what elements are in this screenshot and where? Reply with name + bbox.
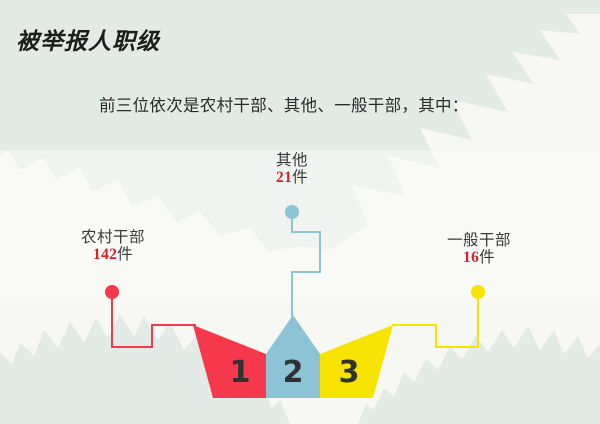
podium-rank-label-2: 2 [282, 355, 304, 390]
callout-rank-2: 其他 21件 [237, 152, 347, 187]
callout-rank-1-value: 142 [93, 246, 118, 264]
podium-rank-label-1: 1 [229, 355, 251, 390]
connector-rank-2 [285, 205, 321, 318]
podium-segment-rank-1 [193, 325, 266, 398]
callout-rank-3-unit: 件 [479, 249, 495, 267]
tree-silhouette-bottom-right [358, 326, 600, 424]
marker-dot-rank-2 [285, 205, 299, 219]
callout-rank-3-value: 16 [463, 249, 480, 267]
callout-rank-1-unit: 件 [117, 246, 133, 264]
podium-rank-label-3: 3 [338, 355, 360, 390]
connector-rank-1 [105, 285, 196, 348]
callout-rank-3-value-row: 16件 [418, 249, 540, 266]
callout-rank-2-value-row: 21件 [237, 169, 347, 186]
subtitle-text: 前三位依次是农村干部、其他、一般干部，其中： [99, 96, 469, 115]
connector-rank-3 [392, 285, 485, 348]
podium-segment-rank-3 [320, 325, 393, 398]
callout-rank-3: 一般干部 16件 [418, 232, 540, 267]
page-title: 被举报人职级 [16, 29, 160, 54]
connector-line-rank-2 [291, 212, 321, 318]
callout-rank-1-category: 农村干部 [80, 229, 145, 246]
marker-dot-rank-3 [471, 285, 485, 299]
marker-dot-rank-1 [105, 285, 119, 299]
connector-line-rank-3 [392, 292, 479, 348]
callout-rank-3-category: 一般干部 [446, 232, 511, 249]
callout-rank-1-value-row: 142件 [48, 246, 178, 263]
callout-rank-2-category: 其他 [275, 152, 308, 169]
callout-rank-1: 农村干部 142件 [48, 229, 178, 264]
podium-segment-rank-2 [266, 315, 320, 398]
connector-line-rank-1 [111, 292, 196, 348]
soft-highlight-band [0, 150, 600, 300]
callout-rank-2-value: 21 [276, 169, 293, 187]
callout-rank-2-unit: 件 [292, 169, 308, 187]
